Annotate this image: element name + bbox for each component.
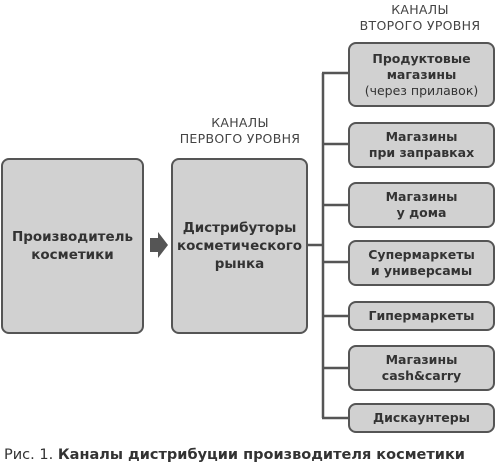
figure-caption: Рис. 1. Каналы дистрибуции производителя… <box>4 447 465 463</box>
producer-box: Производитель косметики <box>1 158 144 334</box>
channel-box-supermarkets: Супермаркеты и универсамы <box>348 240 495 286</box>
channel-box-hypermarkets: Гипермаркеты <box>348 301 495 331</box>
channel-box-cash-carry: Магазины cash&carry <box>348 345 495 391</box>
channel-box-convenience: Магазины у дома <box>348 182 495 228</box>
figure-number: Рис. 1. <box>4 447 54 463</box>
channel-box-grocery: Продуктовые магазины (через прилавок) <box>348 42 495 107</box>
header-level2: КАНАЛЫ ВТОРОГО УРОВНЯ <box>359 2 481 33</box>
header-level1: КАНАЛЫ ПЕРВОГО УРОВНЯ <box>179 115 301 146</box>
arrow-right-icon <box>150 232 168 258</box>
figure-title: Каналы дистрибуции производителя космети… <box>57 447 465 463</box>
channel-box-gas-station: Магазины при заправках <box>348 122 495 168</box>
distributor-box: Дистрибуторы косметического рынка <box>171 158 308 334</box>
channel-box-discounters: Дискаунтеры <box>348 403 495 433</box>
